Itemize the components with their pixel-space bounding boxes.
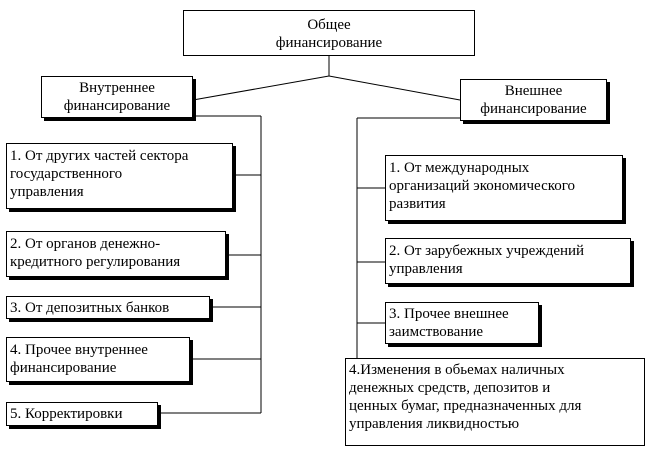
node-external-item: 4.Изменения в обьемах наличных денежных … — [345, 358, 645, 446]
node-root-line: Общее — [307, 17, 351, 33]
node-external-title: Внешнее финансирование — [460, 79, 607, 121]
node-text-line: 4. Прочее внутреннее — [10, 342, 148, 358]
node-text-line: 4.Изменения в обьемах наличных — [349, 362, 565, 378]
node-internal-title-line: Внутреннее — [79, 80, 155, 96]
node-text-line: управления ликвидностью — [349, 416, 520, 432]
node-text-line: 5. Корректировки — [10, 406, 123, 422]
node-internal-title: Внутреннее финансирование — [41, 76, 193, 118]
node-text-line: 2. От зарубежных учреждений — [389, 243, 585, 259]
node-internal-title-line: финансирование — [63, 98, 171, 114]
node-external-item: 3. Прочее внешнее заимствование — [385, 302, 539, 344]
node-text-line: 3. Прочее внешнее — [389, 306, 509, 322]
node-external-item: 2. От зарубежных учреждений управления — [385, 238, 631, 284]
node-text-line: ценных бумаг, предназначенных для — [349, 398, 582, 414]
node-root-line: финансирование — [275, 35, 383, 51]
node-internal-item: 5. Корректировки — [6, 402, 158, 426]
node-text-line: управления — [389, 261, 463, 277]
node-text-line: 3. От депозитных банков — [10, 300, 170, 316]
node-text-line: кредитного регулирования — [10, 254, 181, 270]
node-text-line: денежных средств, депозитов и — [349, 380, 551, 396]
node-text-line: государственного — [10, 166, 123, 182]
node-text-line: 1. От других частей сектора — [10, 148, 189, 164]
node-text-line: заимствование — [389, 324, 484, 340]
node-text-line: организаций экономического — [389, 178, 576, 194]
node-root: Общее финансирование — [183, 10, 475, 56]
node-external-item: 1. От международных организаций экономич… — [385, 155, 623, 221]
node-external-title-line: финансирование — [480, 101, 587, 117]
node-text-line: управления — [10, 184, 84, 200]
connector-root-external — [328, 75, 461, 101]
node-internal-item: 3. От депозитных банков — [6, 296, 210, 319]
node-external-title-line: Внешнее — [504, 83, 563, 99]
node-internal-item: 2. От органов денежно- кредитного регули… — [6, 231, 226, 277]
node-text-line: финансирование — [10, 360, 117, 376]
connector-root-internal — [192, 75, 330, 101]
node-internal-item: 4. Прочее внутреннее финансирование — [6, 337, 190, 382]
node-text-line: развития — [389, 196, 446, 212]
node-internal-item: 1. От других частей сектора государствен… — [6, 143, 233, 209]
node-text-line: 1. От международных — [389, 160, 530, 176]
node-text-line: 2. От органов денежно- — [10, 236, 161, 252]
